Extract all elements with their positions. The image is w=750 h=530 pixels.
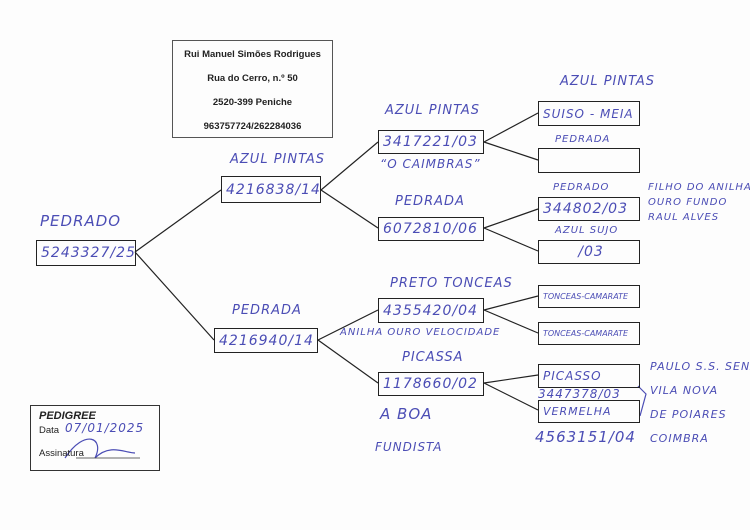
owner-phones: 963757724/262284036 (203, 121, 302, 132)
gen3-box (538, 148, 640, 173)
gen3-box: VERMELHA (538, 400, 640, 423)
note-breeder: PAULO S.S. SENA VILA NOVA DE POIARES COI… (650, 355, 750, 451)
note-line: VILA NOVA (650, 384, 719, 397)
gen3-box: TONCEAS-CAMARATE (538, 322, 640, 345)
signature-label: Assinatura (39, 448, 84, 459)
gen2-box: 6072810/06 (378, 217, 484, 241)
gen3-below-ring: 3447378/03 (538, 387, 621, 401)
gen3-ring: TONCEAS-CAMARATE (543, 329, 629, 338)
gen3-color: PEDRADO (553, 182, 610, 193)
gen2-note: A BOA (380, 405, 433, 423)
gen2-note: “O CAIMBRAS” (380, 157, 481, 171)
gen3-ring: TONCEAS-CAMARATE (543, 292, 629, 301)
pedigree-stamp-box: PEDIGREE Data 07/01/2025 Assinatura (30, 405, 160, 471)
gen2-note: FUNDISTA (375, 440, 443, 454)
gen2-color: AZUL PINTAS (385, 103, 480, 118)
owner-info-box: Rui Manuel Simões Rodrigues Rua do Cerro… (172, 40, 333, 138)
gen3-ring: /03 (578, 244, 604, 260)
gen2-ring: 6072810/06 (383, 221, 478, 237)
gen3-below-ring: 4563151/04 (535, 428, 636, 446)
note-line: RAUL ALVES (648, 212, 720, 223)
gen3-box: /03 (538, 240, 640, 264)
gen2-ring: 3417221/03 (383, 134, 478, 150)
owner-address: Rua do Cerro, n.º 50 (207, 73, 298, 84)
gen2-box: 3417221/03 (378, 130, 484, 154)
owner-name: Rui Manuel Simões Rodrigues (184, 49, 321, 60)
note-line: OURO FUNDO (648, 197, 728, 208)
gen2-ring: 4355420/04 (383, 302, 478, 319)
gen3-ring: PICASSO (543, 369, 602, 383)
gen3-ring: 344802/03 (543, 201, 628, 217)
gen3-box: SUISO - MEIA (538, 101, 640, 126)
root-ring: 5243327/25 (41, 245, 136, 261)
note-line: DE POIARES (650, 408, 727, 421)
gen3-box: PICASSO (538, 364, 640, 388)
gen2-box: 1178660/02 (378, 372, 484, 396)
root-color: PEDRADO (40, 212, 122, 230)
gen2-ring: 1178660/02 (383, 376, 478, 392)
note-line: COIMBRA (650, 432, 709, 445)
sire-box: 4216838/14 (221, 176, 321, 203)
note-line: FILHO DO ANILHA (648, 182, 750, 193)
dam-box: 4216940/14 (214, 328, 318, 353)
gen2-color: PRETO TONCEAS (390, 276, 513, 291)
gen2-box: 4355420/04 (378, 298, 484, 323)
owner-postal: 2520-399 Peniche (212, 97, 293, 108)
sire-color: AZUL PINTAS (230, 152, 325, 167)
note-filho: FILHO DO ANILHA OURO FUNDO RAUL ALVES (648, 180, 750, 225)
gen3-box: TONCEAS-CAMARATE (538, 285, 640, 308)
root-box: 5243327/25 (36, 240, 136, 266)
date-label: Data (39, 425, 60, 436)
gen3-color: AZUL PINTAS (560, 74, 655, 89)
gen3-ring: SUISO - MEIA (543, 106, 634, 121)
gen3-box: 344802/03 (538, 197, 640, 221)
gen2-color: PEDRADA (395, 194, 465, 209)
dam-color: PEDRADA (232, 303, 302, 318)
date-value: 07/01/2025 (65, 421, 145, 435)
pedigree-title: PEDIGREE (39, 410, 96, 422)
gen3-color: AZUL SUJO (555, 225, 619, 236)
gen3-ring: VERMELHA (543, 405, 612, 418)
note-line: PAULO S.S. SENA (650, 360, 750, 373)
sire-ring: 4216838/14 (226, 181, 321, 198)
dam-ring: 4216940/14 (219, 332, 314, 349)
gen2-color: PICASSA (402, 350, 464, 365)
gen3-color: PEDRADA (555, 134, 611, 145)
gen2-note: ANILHA OURO VELOCIDADE (340, 327, 501, 338)
